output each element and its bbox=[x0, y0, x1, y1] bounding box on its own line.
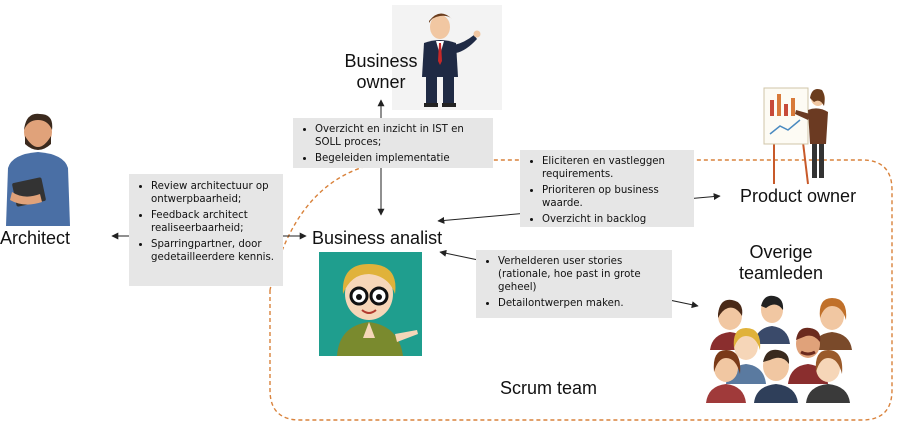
scrum-team-label: Scrum team bbox=[500, 378, 598, 398]
product-owner-box: Eliciteren en vastleggen requirements. P… bbox=[520, 150, 694, 227]
architect-label: Architect bbox=[0, 228, 71, 248]
architect-icon bbox=[6, 113, 70, 226]
business-analist-icon bbox=[337, 264, 418, 356]
business-owner-box: Overzicht en inzicht in IST en SOLL proc… bbox=[293, 118, 493, 168]
teamleden-item: Verhelderen user stories (rationale, hoe… bbox=[498, 255, 668, 294]
business-owner-item: Begeleiden implementatie bbox=[315, 152, 489, 165]
architect-item: Feedback architect realiseerbaarheid; bbox=[151, 209, 279, 235]
overige-teamleden-text: Overige teamleden bbox=[738, 242, 824, 283]
business-analist-label: Business analist bbox=[312, 228, 443, 248]
architect-item: Sparringpartner, door gedetailleerdere k… bbox=[151, 238, 279, 264]
architect-box: Review architectuur op ontwerpbaarheid; … bbox=[129, 174, 283, 286]
architect-item: Review architectuur op ontwerpbaarheid; bbox=[151, 180, 279, 206]
business-owner-item: Overzicht en inzicht in IST en SOLL proc… bbox=[315, 123, 489, 149]
business-owner-figure bbox=[392, 5, 502, 110]
team-members-icon bbox=[706, 295, 852, 403]
product-owner-item: Overzicht in backlog bbox=[542, 213, 690, 226]
product-owner-item: Prioriteren op business waarde. bbox=[542, 184, 690, 210]
product-owner-label: Product owner bbox=[740, 186, 857, 206]
teamleden-item: Detailontwerpen maken. bbox=[498, 297, 668, 310]
business-owner-label: Business owner bbox=[344, 51, 418, 92]
business-owner-icon bbox=[422, 13, 481, 107]
teamleden-box: Verhelderen user stories (rationale, hoe… bbox=[476, 250, 672, 318]
overige-teamleden-label: Overige teamleden bbox=[726, 242, 836, 283]
business-analist-figure bbox=[319, 252, 422, 356]
product-owner-item: Eliciteren en vastleggen requirements. bbox=[542, 155, 690, 181]
product-owner-icon bbox=[763, 87, 828, 185]
